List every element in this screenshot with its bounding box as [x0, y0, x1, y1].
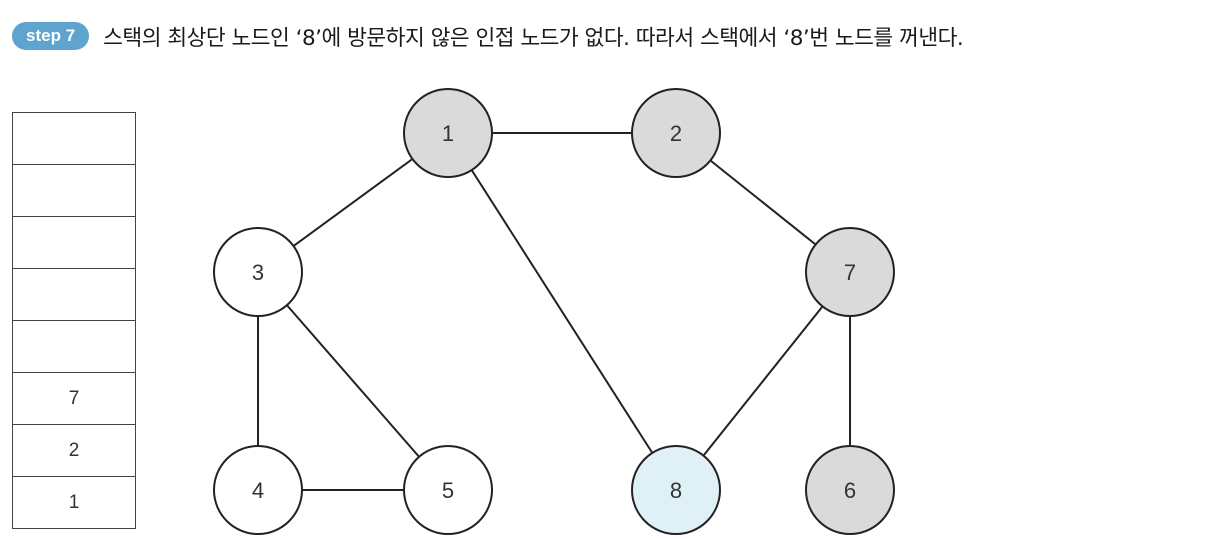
- edge-7-8: [675, 271, 851, 491]
- node-2: 2: [631, 88, 721, 178]
- stack-cell: [13, 321, 135, 373]
- node-8: 8: [631, 445, 721, 535]
- step-badge: step 7: [12, 22, 90, 50]
- node-3: 3: [213, 227, 303, 317]
- edges-layer: [257, 132, 851, 491]
- stack-cell: 1: [13, 477, 135, 529]
- stack-cell: [13, 217, 135, 269]
- node-circle: [403, 445, 493, 535]
- node-circle: [805, 227, 895, 317]
- node-label: 2: [670, 121, 682, 146]
- stack-cell: 2: [13, 425, 135, 477]
- node-label: 3: [252, 260, 264, 285]
- node-circle: [805, 445, 895, 535]
- node-label: 7: [844, 260, 856, 285]
- stack-cell: [13, 113, 135, 165]
- node-circle: [403, 88, 493, 178]
- node-label: 1: [442, 121, 454, 146]
- stack-cell: [13, 165, 135, 217]
- stack-cell: 7: [13, 373, 135, 425]
- node-6: 6: [805, 445, 895, 535]
- edge-3-5: [257, 271, 449, 491]
- step-caption: 스택의 최상단 노드인 ‘8’에 방문하지 않은 인접 노드가 없다. 따라서 …: [103, 25, 964, 51]
- edge-1-8: [447, 132, 677, 491]
- node-circle: [631, 88, 721, 178]
- node-4: 4: [213, 445, 303, 535]
- node-1: 1: [403, 88, 493, 178]
- node-5: 5: [403, 445, 493, 535]
- node-circle: [213, 445, 303, 535]
- stack-cell: [13, 269, 135, 321]
- node-circle: [631, 445, 721, 535]
- node-circle: [213, 227, 303, 317]
- nodes-layer: 1 2 3 7 4 5 8 6: [213, 88, 895, 535]
- node-7: 7: [805, 227, 895, 317]
- node-label: 5: [442, 478, 454, 503]
- node-label: 8: [670, 478, 682, 503]
- node-label: 6: [844, 478, 856, 503]
- step-header: step 7 스택의 최상단 노드인 ‘8’에 방문하지 않은 인접 노드가 없…: [12, 18, 964, 54]
- node-label: 4: [252, 478, 264, 503]
